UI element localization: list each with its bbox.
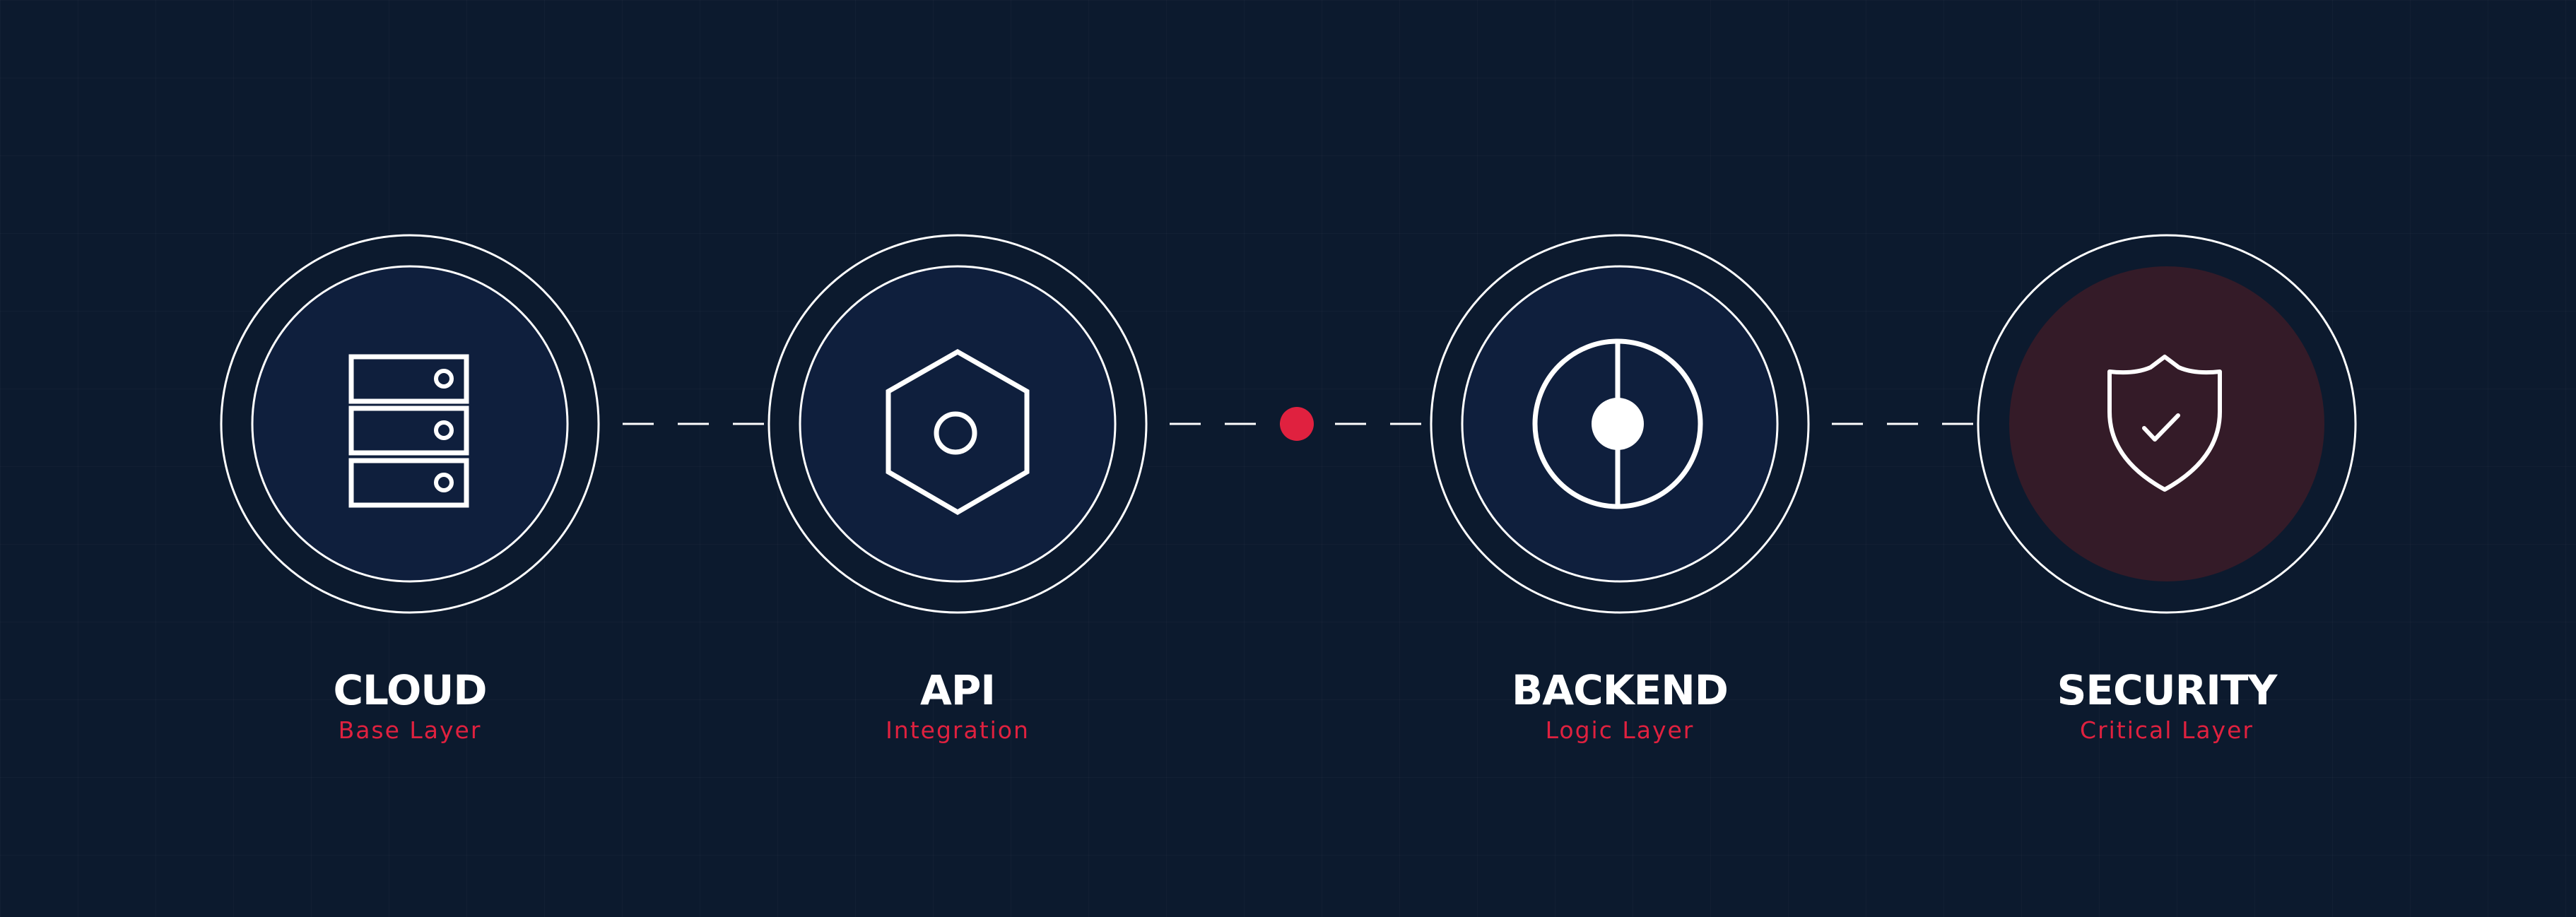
node-title: CLOUD — [333, 666, 487, 714]
node-security-inner-fill — [2009, 266, 2324, 581]
node-cloud-inner-ring — [251, 265, 569, 583]
shield-check-icon — [2107, 355, 2222, 492]
node-title: SECURITY — [2057, 666, 2278, 714]
node-subtitle: Base Layer — [338, 716, 482, 744]
node-title: BACKEND — [1512, 666, 1729, 714]
node-subtitle: Integration — [886, 716, 1030, 744]
node-backend[interactable] — [1430, 234, 1810, 614]
connector-marker-dot — [1280, 407, 1314, 441]
node-api[interactable] — [767, 234, 1148, 614]
server-icon — [348, 354, 469, 508]
node-security[interactable] — [1977, 234, 2357, 614]
core-icon — [1532, 338, 1703, 509]
node-cloud[interactable] — [220, 234, 600, 614]
node-subtitle: Critical Layer — [2080, 716, 2254, 744]
node-title: API — [920, 666, 996, 714]
node-api-inner-ring — [799, 265, 1117, 583]
node-subtitle: Logic Layer — [1545, 716, 1695, 744]
hexagon-nut-icon — [886, 348, 1030, 516]
